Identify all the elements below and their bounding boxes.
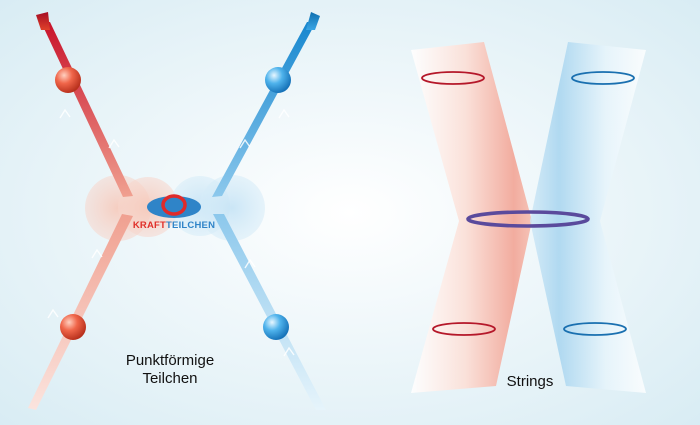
point-particles-caption-line-1: Punktförmige <box>125 352 215 369</box>
red-particle-outgoing <box>55 67 81 93</box>
string-diagram <box>411 42 646 393</box>
red-particle-worldline-outgoing <box>41 22 133 197</box>
force-particle-logo-ellipse <box>147 196 201 218</box>
force-particle-logo-ring <box>161 194 187 216</box>
blue-arrow-head-icon <box>306 12 320 30</box>
point-particles-caption-line-2: Teilchen <box>142 370 198 387</box>
red-arrow-head-icon <box>36 12 50 30</box>
blue-particle-worldline-incoming <box>213 214 326 410</box>
red-particle-worldline-incoming <box>28 214 133 410</box>
blue-string-loop-bottom <box>563 322 627 336</box>
blue-particle-worldline-outgoing <box>212 22 316 197</box>
direction-chevrons <box>47 108 295 357</box>
red-string-loop-top <box>421 71 485 85</box>
joined-string-loop-center <box>466 210 590 228</box>
blue-string-loop-top <box>571 71 635 85</box>
point-particle-diagram: KRAFTTEILCHEN <box>28 12 326 410</box>
blue-particle-incoming <box>263 314 289 340</box>
red-particle-incoming <box>60 314 86 340</box>
force-particle-label: KRAFTTEILCHEN <box>133 220 215 231</box>
force-particle-logo: KRAFTTEILCHEN <box>133 194 215 231</box>
strings-caption: Strings <box>506 373 554 390</box>
blue-particle-outgoing <box>265 67 291 93</box>
point-particles-caption: Punktförmige Teilchen <box>100 352 240 388</box>
red-string-loop-bottom <box>432 322 496 336</box>
